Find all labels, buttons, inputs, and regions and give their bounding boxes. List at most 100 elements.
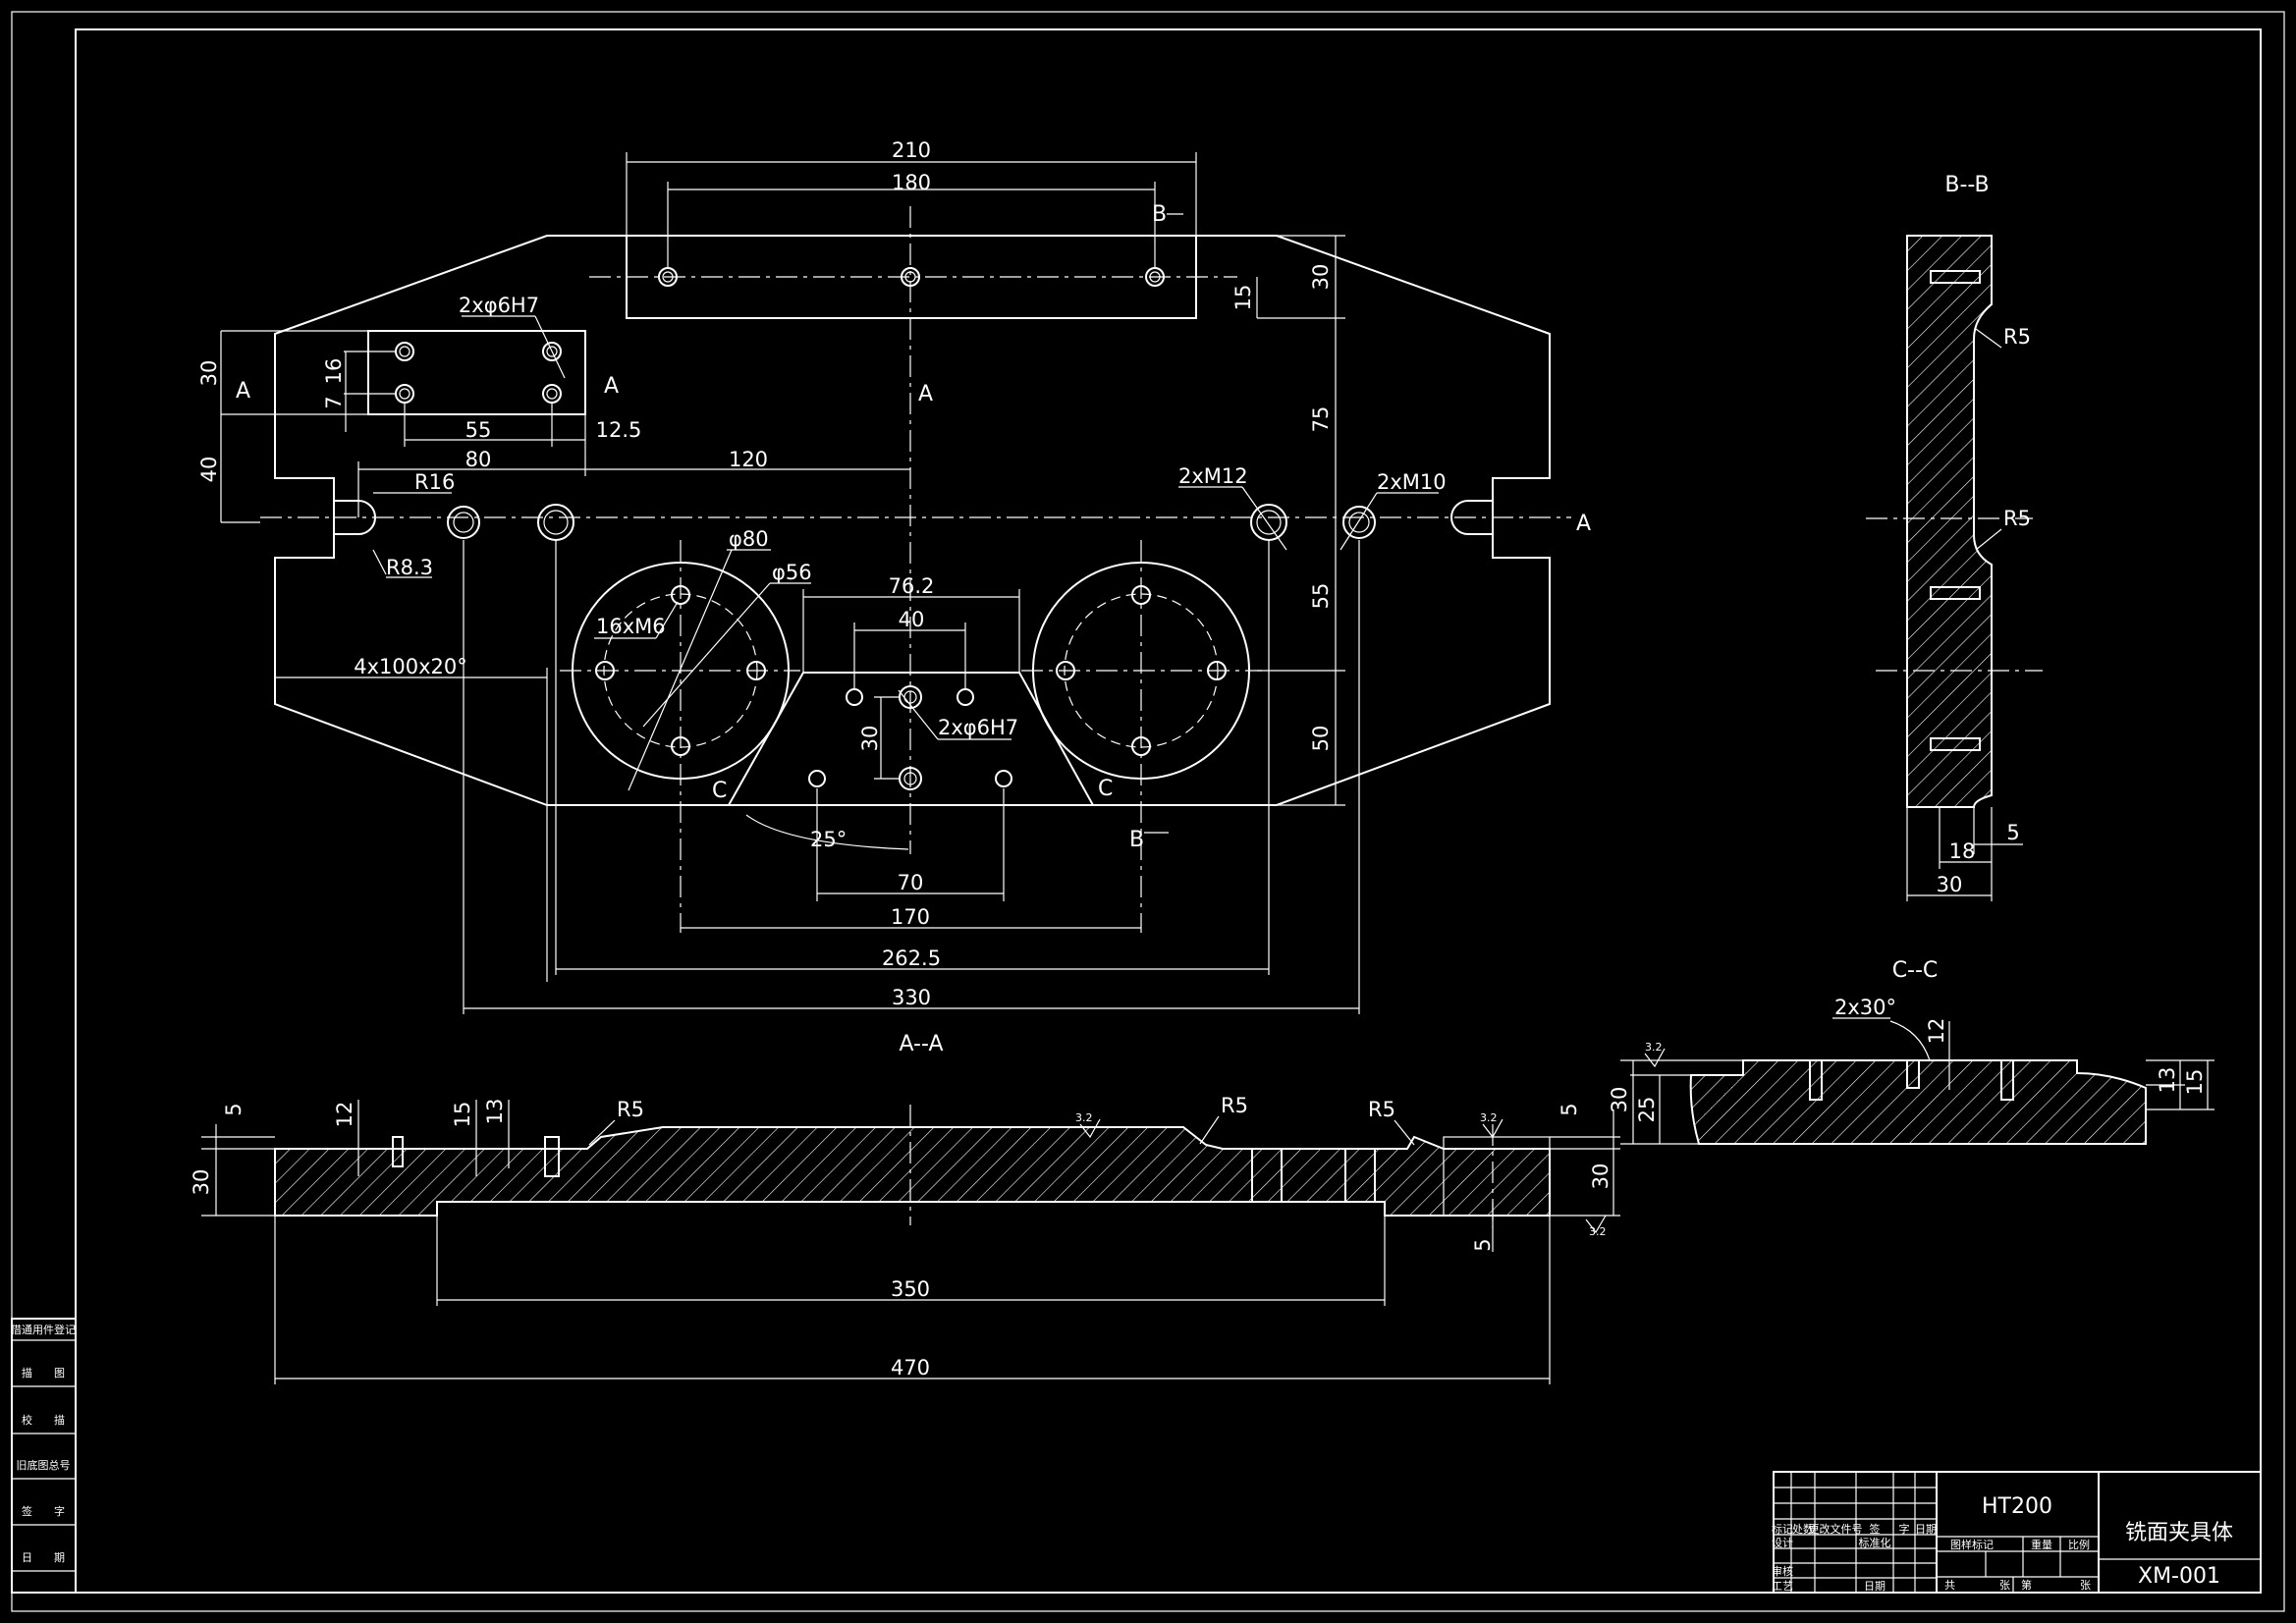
dim-aa-15: 15 [451, 1102, 474, 1128]
roughness-aa-1: 3.2 [1075, 1111, 1093, 1124]
section-cc: C--C 30 25 13 15 12 2x30° 3.2 [1608, 958, 2214, 1145]
section-mark-b-top: B [1152, 202, 1167, 227]
roughness-cc: 3.2 [1645, 1041, 1663, 1054]
dim-76-2: 76.2 [889, 574, 935, 598]
right-slot [1450, 500, 1493, 535]
dim-phi80: φ80 [729, 527, 769, 551]
side-row-3: 校 描 [22, 1413, 65, 1427]
dim-16xm6: 16xM6 [596, 615, 666, 638]
dim-80: 80 [465, 448, 492, 471]
section-mark-a-pad: A [604, 374, 619, 399]
tb-sheet-total: 共 [1944, 1579, 1955, 1592]
dim-120: 120 [729, 448, 768, 471]
dim-75: 75 [1309, 406, 1333, 433]
tb-sheet-unit-b: 张 [2080, 1579, 2091, 1592]
section-markers: B B A A A A C C [236, 202, 1591, 852]
view-label-aa: A--A [899, 1032, 943, 1056]
plan-dimensions: 210 180 30 75 55 50 15 2xφ6H7 30 40 [197, 138, 1447, 1014]
tb-row-review: 审核 [1772, 1564, 1793, 1578]
dim-55: 55 [465, 418, 492, 442]
dim-170: 170 [891, 905, 930, 929]
dim-30-top: 30 [1309, 264, 1333, 291]
dim-180: 180 [892, 171, 931, 194]
dim-cc-13: 13 [2156, 1067, 2179, 1094]
cc-section-body [1689, 1059, 2147, 1145]
tb-row-date: 日期 [1864, 1580, 1886, 1593]
tb-part-name: 铣面夹具体 [2125, 1521, 2233, 1545]
dim-12-5: 12.5 [596, 418, 642, 442]
tb-col-mark: 标记 [1772, 1522, 1793, 1536]
dim-70: 70 [898, 871, 924, 894]
tb-sheet-no: 第 [2021, 1578, 2032, 1592]
aa-section-body [274, 1126, 1551, 1217]
section-mark-a-right: A [1576, 512, 1591, 536]
dim-25deg: 25° [810, 828, 847, 851]
dim-aa-5-right: 5 [1558, 1103, 1581, 1115]
section-mark-a-mid: A [918, 382, 933, 406]
dim-2x6h7-mid: 2xφ6H7 [938, 716, 1018, 739]
dim-cc-25: 25 [1635, 1097, 1659, 1123]
plan-view: 210 180 30 75 55 50 15 2xφ6H7 30 40 [197, 138, 1591, 1056]
roughness-aa-2: 3.2 [1480, 1111, 1498, 1124]
tb-row-design: 设计 [1772, 1537, 1793, 1549]
tb-stage-scale: 比例 [2068, 1538, 2090, 1551]
dim-aa-30-left: 30 [190, 1169, 213, 1196]
dim-aa-r5-a: R5 [617, 1098, 644, 1121]
side-row-4: 旧底图总号 [17, 1458, 71, 1472]
dim-4x100x20: 4x100x20° [354, 655, 467, 678]
dim-40-left: 40 [197, 457, 221, 483]
section-bb: B--B R5 R5 30 18 5 [1866, 173, 2043, 901]
side-row-2: 描 图 [22, 1366, 65, 1380]
dim-bb-5: 5 [2006, 821, 2019, 844]
dim-2xm12: 2xM12 [1178, 464, 1248, 488]
section-mark-b-bottom: B [1129, 828, 1144, 852]
view-label-bb: B--B [1944, 173, 1989, 197]
tb-sheet-unit-a: 张 [1999, 1579, 2010, 1592]
dim-2x6h7-top: 2xφ6H7 [459, 294, 539, 317]
tb-stage-weight: 重量 [2031, 1538, 2052, 1551]
dim-cc-2x30: 2x30° [1834, 996, 1896, 1019]
dim-30-mid: 30 [858, 726, 882, 752]
tb-col-count: 处数 [1792, 1523, 1814, 1536]
dim-262-5: 262.5 [882, 947, 941, 970]
section-mark-c-right: C [1098, 777, 1113, 801]
tb-col-sign: 签 [1870, 1522, 1881, 1536]
dim-phi56: φ56 [772, 561, 812, 584]
tb-row-process: 工艺 [1772, 1580, 1793, 1593]
dim-cc-15: 15 [2183, 1069, 2207, 1096]
dim-aa-12: 12 [333, 1102, 356, 1128]
dim-210: 210 [892, 138, 931, 162]
dim-16: 16 [322, 358, 346, 385]
dim-aa-13: 13 [483, 1099, 507, 1125]
section-mark-c-left: C [712, 779, 727, 803]
dim-aa-r5-c: R5 [1368, 1098, 1395, 1121]
bb-section-body [1906, 235, 1993, 808]
plate-outline [274, 235, 1551, 806]
tb-stage-mark: 图样标记 [1950, 1538, 1994, 1551]
dim-55-right: 55 [1309, 583, 1333, 610]
dim-r8-3: R8.3 [386, 556, 433, 579]
dim-bb-r5-a: R5 [2003, 325, 2031, 349]
dim-aa-r5-b: R5 [1221, 1094, 1248, 1117]
dim-aa-5-bottom: 5 [1471, 1238, 1495, 1251]
dim-aa-30-right: 30 [1589, 1163, 1613, 1190]
dim-30-left: 30 [197, 360, 221, 387]
dim-cc-30: 30 [1608, 1087, 1631, 1113]
side-table: 借通用件登记 描 图 校 描 旧底图总号 签 字 日 期 [11, 1318, 77, 1594]
tb-col-char: 字 [1899, 1522, 1910, 1536]
side-row-5: 签 字 [22, 1504, 65, 1518]
view-label-cc: C--C [1892, 958, 1939, 983]
tb-col-docno: 更改文件号 [1809, 1522, 1863, 1536]
dim-50: 50 [1309, 726, 1333, 752]
dim-r16: R16 [414, 470, 455, 494]
outer-border [11, 11, 2285, 1612]
central-recess [727, 672, 1095, 806]
dim-470: 470 [891, 1356, 930, 1380]
dim-40-mid: 40 [899, 608, 925, 631]
side-row-1: 借通用件登记 [11, 1323, 76, 1336]
dim-bb-r5-b: R5 [2003, 507, 2031, 530]
tb-row-standard: 标准化 [1859, 1536, 1891, 1549]
dim-2xm10: 2xM10 [1377, 470, 1447, 494]
holes [395, 267, 1376, 790]
